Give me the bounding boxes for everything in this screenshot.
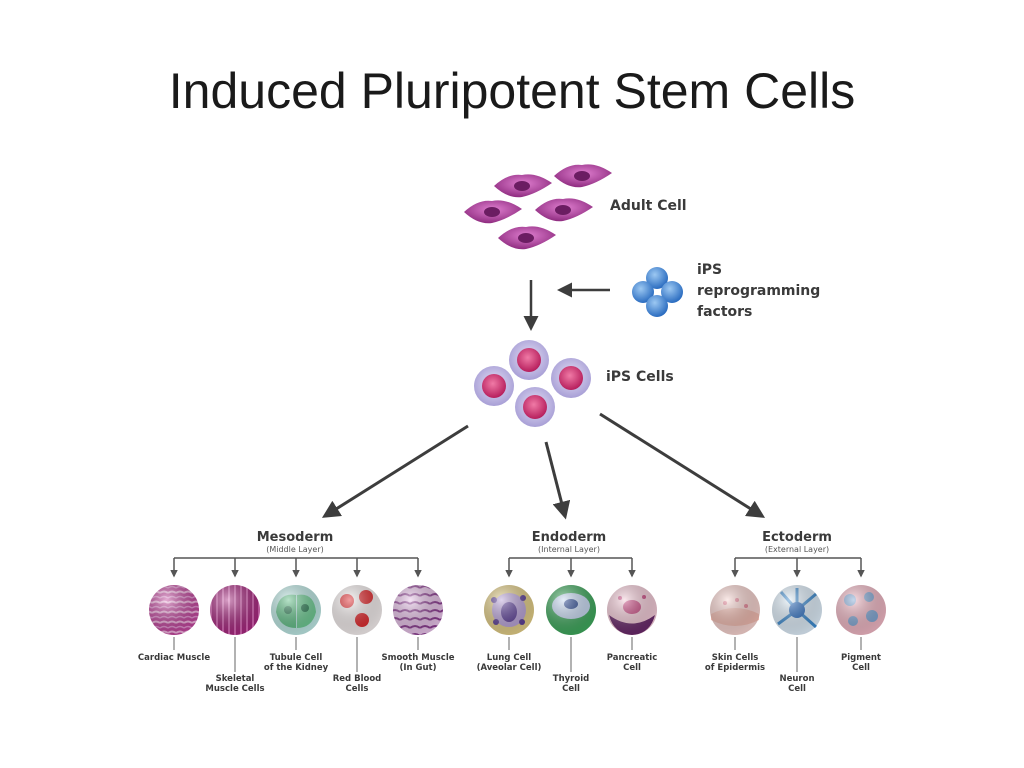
ectoderm-bracket: [731, 557, 865, 578]
neuron-label-line1: Neuron: [779, 674, 814, 684]
lung-label-line1: Lung Cell: [487, 653, 531, 663]
skeletal-label-line2: Muscle Cells: [205, 684, 264, 694]
factors-label-line2: reprogramming: [697, 283, 820, 299]
factors-label-line1: iPS: [697, 262, 722, 278]
adult-cell-label: Adult Cell: [610, 198, 687, 214]
ips-cells-label: iPS Cells: [606, 369, 674, 385]
skin-label-line1: Skin Cells: [712, 653, 759, 663]
pigment-label-line1: Pigment: [841, 653, 881, 663]
mesoderm-sublabel: (Middle Layer): [266, 545, 324, 554]
pigment-cell: [836, 585, 886, 635]
ectoderm-label: Ectoderm: [762, 530, 832, 545]
lung-label-line2: (Aveolar Cell): [477, 663, 542, 673]
arrow-to-mesoderm: [321, 424, 469, 518]
pancreatic-label-line2: Cell: [623, 663, 641, 673]
skin-cell: [710, 585, 760, 635]
neuron-label-line2: Cell: [788, 684, 806, 694]
cardiac-muscle-cell: [149, 585, 199, 635]
endoderm-label: Endoderm: [532, 530, 606, 545]
thyroid-cell: [546, 585, 596, 635]
endoderm-bracket: [505, 557, 636, 578]
smooth-muscle-cell: [393, 585, 443, 635]
tubule-label-line1: Tubule Cell: [270, 653, 323, 663]
skeletal-label-line1: Skeletal: [216, 674, 255, 684]
label-leader-lines: [173, 637, 862, 672]
thyroid-label-line2: Cell: [562, 684, 580, 694]
tubule-label-line2: of the Kidney: [264, 663, 329, 673]
mesoderm-label: Mesoderm: [257, 530, 334, 545]
lung-cell: [484, 585, 534, 635]
pancreatic-label-line1: Pancreatic: [607, 653, 658, 663]
adult-cell-shape: [498, 226, 556, 250]
endoderm-sublabel: (Internal Layer): [538, 545, 600, 554]
red-blood-cell: [332, 585, 382, 635]
adult-cell-shape: [464, 200, 522, 224]
skin-label-line2: of Epidermis: [705, 663, 765, 673]
adult-cells-cluster: [464, 164, 612, 250]
thyroid-label-line1: Thyroid: [553, 674, 589, 684]
neuron-cell: [772, 585, 822, 635]
reprogramming-factors-icon: [632, 267, 683, 317]
factors-label-line3: factors: [697, 304, 752, 320]
cardiac-muscle-label: Cardiac Muscle: [138, 653, 210, 663]
smooth-muscle-label-line2: (In Gut): [399, 663, 436, 673]
adult-cell-shape: [554, 164, 612, 188]
slide-title: Induced Pluripotent Stem Cells: [168, 63, 856, 119]
ips-cells-cluster: [474, 340, 591, 427]
arrow-to-endoderm: [544, 441, 571, 520]
rbc-label-line2: Cells: [346, 684, 369, 694]
adult-cell-shape: [535, 198, 593, 222]
ectoderm-sublabel: (External Layer): [765, 545, 829, 554]
pancreatic-cell: [607, 585, 657, 635]
tubule-cell: [271, 585, 321, 635]
pigment-label-line2: Cell: [852, 663, 870, 673]
mesoderm-bracket: [170, 557, 422, 578]
smooth-muscle-label-line1: Smooth Muscle: [381, 653, 454, 663]
rbc-label-line1: Red Blood: [333, 674, 382, 684]
adult-cell-shape: [494, 174, 552, 198]
skeletal-muscle-cell: [210, 585, 260, 635]
arrow-to-ectoderm: [599, 412, 766, 518]
